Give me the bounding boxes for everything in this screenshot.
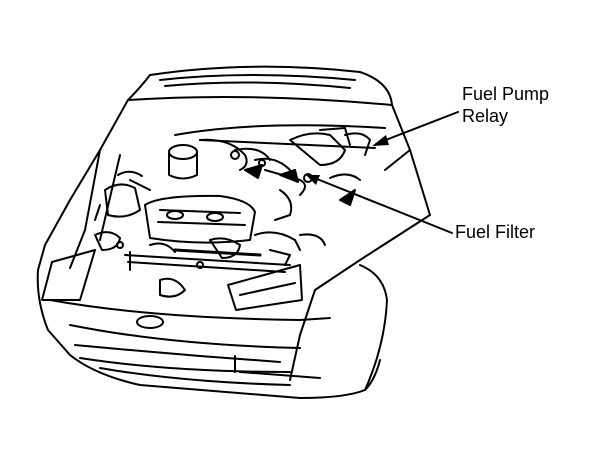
fuel-pump-relay-label: Fuel Pump Relay [462, 83, 549, 127]
fuel-pump-relay-label-line-1: Fuel Pump [462, 84, 550, 104]
engine-components [94, 127, 371, 298]
cowl [174, 124, 386, 149]
front-bumper [49, 299, 331, 386]
arrow-head-filter [306, 175, 320, 185]
hood [127, 65, 393, 106]
fuel-pump-relay-label-line-2: Relay [462, 106, 509, 126]
car-body [36, 99, 431, 399]
arrow-head-relay [372, 135, 389, 146]
fuel-filter-label: Fuel Filter [455, 222, 536, 242]
leader-lines [306, 111, 459, 234]
